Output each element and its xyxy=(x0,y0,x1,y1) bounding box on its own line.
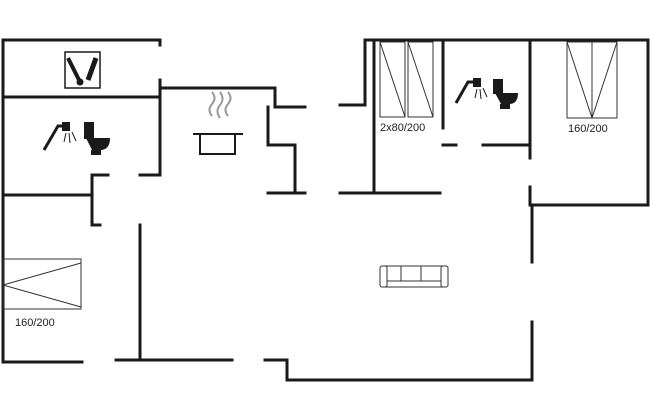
washing-machine-icon xyxy=(64,51,101,89)
walls xyxy=(1,38,650,382)
bed-label-bedroom-2: 2x80/200 xyxy=(380,122,425,134)
bed-label-bedroom-3: 160/200 xyxy=(568,123,608,135)
toilet-icon xyxy=(493,79,518,109)
sofa-icon xyxy=(379,265,449,288)
cooking-pot-icon xyxy=(193,91,243,155)
toilet-icon xyxy=(84,122,110,155)
shower-icon xyxy=(42,122,77,151)
twin-beds xyxy=(379,41,434,118)
double-bed xyxy=(2,258,82,310)
shower-icon xyxy=(454,78,488,104)
bed-label-bedroom-1: 160/200 xyxy=(15,317,55,329)
double-bed xyxy=(566,41,618,119)
